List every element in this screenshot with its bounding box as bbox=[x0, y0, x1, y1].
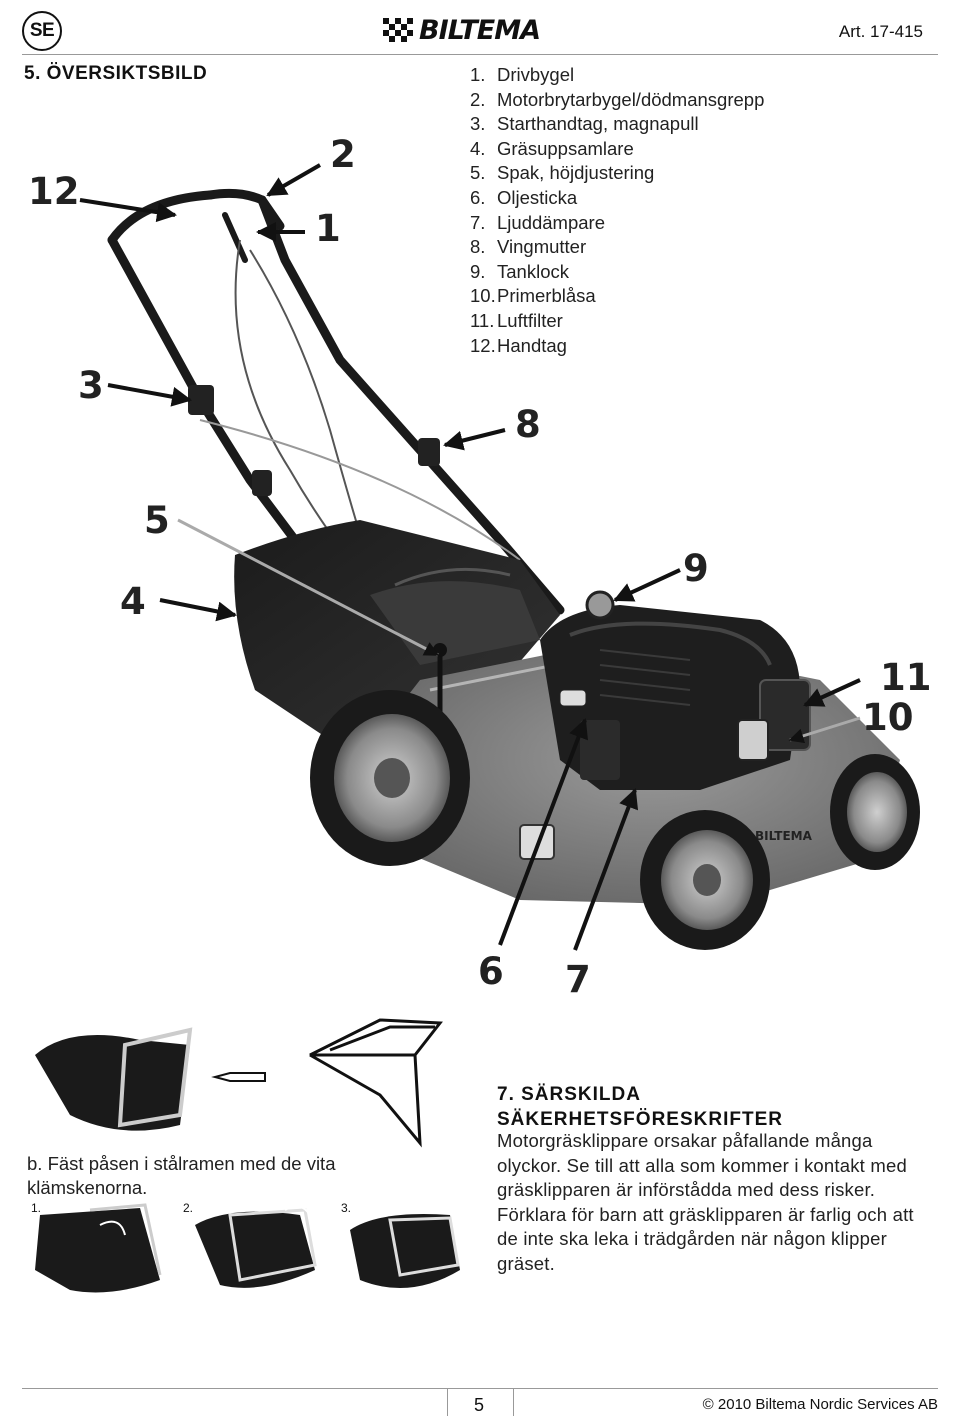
frame-clip bbox=[252, 470, 272, 496]
list-item: 4.Gräsuppsamlare bbox=[470, 137, 634, 159]
list-item: 2.Motorbrytarbygel/dödmansgrepp bbox=[470, 88, 765, 110]
step-1-image bbox=[35, 1203, 162, 1293]
page-number: 5 bbox=[474, 1395, 485, 1415]
list-item: 8.Vingmutter bbox=[470, 236, 587, 258]
bag-mounting-instruction: b. Fäst påsen i stålramen med de vita kl… bbox=[27, 1153, 336, 1198]
language-badge: SE bbox=[22, 11, 62, 51]
callout-5: 5 bbox=[144, 499, 170, 542]
copyright-notice: © 2010 Biltema Nordic Services AB bbox=[702, 1396, 938, 1413]
bag-steps-illustration bbox=[35, 1203, 460, 1293]
primer-bulb bbox=[737, 719, 769, 761]
list-item: 5.Spak, höjdjustering bbox=[470, 162, 655, 184]
callout-11: 11 bbox=[880, 656, 932, 699]
callout-1: 1 bbox=[315, 207, 341, 250]
step-3-image bbox=[350, 1214, 460, 1288]
steel-frame-drawing bbox=[309, 1018, 443, 1148]
list-item: 1.Drivbygel bbox=[470, 64, 575, 85]
section-title-safety: 7. SÄRSKILDA SÄKERHETSFÖRESKRIFTER bbox=[497, 1084, 783, 1130]
header-divider bbox=[22, 54, 938, 55]
starter-handle bbox=[188, 385, 214, 415]
callout-10: 10 bbox=[862, 696, 914, 739]
grass-bag-image bbox=[35, 1035, 190, 1131]
wing-nut bbox=[418, 438, 440, 466]
biltema-logo: BILTEMA bbox=[383, 14, 579, 46]
rear-wheel bbox=[310, 690, 470, 866]
svg-text:BILTEMA: BILTEMA bbox=[755, 829, 813, 843]
footer-divider bbox=[22, 1388, 938, 1389]
callout-3: 3 bbox=[78, 364, 104, 407]
list-item: 11.Luftfilter bbox=[470, 309, 563, 331]
step-label-3: 3. bbox=[341, 1201, 352, 1215]
list-item: 3.Starthandtag, magnapull bbox=[470, 113, 699, 135]
safety-instructions-text: Motorgräsklippare orsakar påfallande mån… bbox=[497, 1130, 914, 1274]
callout-6: 6 bbox=[478, 950, 504, 993]
front-wheel-right bbox=[830, 754, 920, 870]
footer-separator bbox=[513, 1388, 514, 1416]
callout-8: 8 bbox=[515, 403, 541, 446]
list-item: 7.Ljuddämpare bbox=[470, 211, 605, 233]
callout-arrows bbox=[79, 163, 861, 951]
callout-9: 9 bbox=[683, 547, 709, 590]
list-item: 9.Tanklock bbox=[470, 260, 569, 282]
arrow-left-icon bbox=[211, 1072, 266, 1082]
step-label-2: 2. bbox=[183, 1201, 194, 1215]
list-item: 12.Handtag bbox=[470, 334, 567, 356]
parts-list: 1.Drivbygel 2.Motorbrytarbygel/dödmansgr… bbox=[470, 63, 764, 358]
fuel-cap bbox=[585, 590, 615, 620]
bag-frame-illustration bbox=[35, 1018, 443, 1148]
callout-7: 7 bbox=[565, 958, 591, 1001]
checkered-flag-icon bbox=[383, 18, 413, 42]
muffler bbox=[580, 720, 620, 780]
callout-12: 12 bbox=[28, 170, 80, 213]
section-title-overview: 5. ÖVERSIKTSBILD bbox=[24, 63, 208, 84]
front-wheel-left bbox=[640, 810, 770, 950]
callout-4: 4 bbox=[120, 580, 146, 623]
list-item: 10.Primerblåsa bbox=[470, 285, 596, 307]
callout-2: 2 bbox=[330, 133, 356, 176]
brand-name: BILTEMA bbox=[419, 14, 541, 46]
list-item: 6.Oljesticka bbox=[470, 186, 578, 208]
step-2-image bbox=[195, 1205, 317, 1288]
article-number: Art. 17-415 bbox=[838, 22, 923, 41]
footer-separator bbox=[447, 1388, 448, 1416]
step-label-1: 1. bbox=[31, 1201, 42, 1215]
lawn-mower-illustration: BILTEMA bbox=[79, 163, 920, 951]
